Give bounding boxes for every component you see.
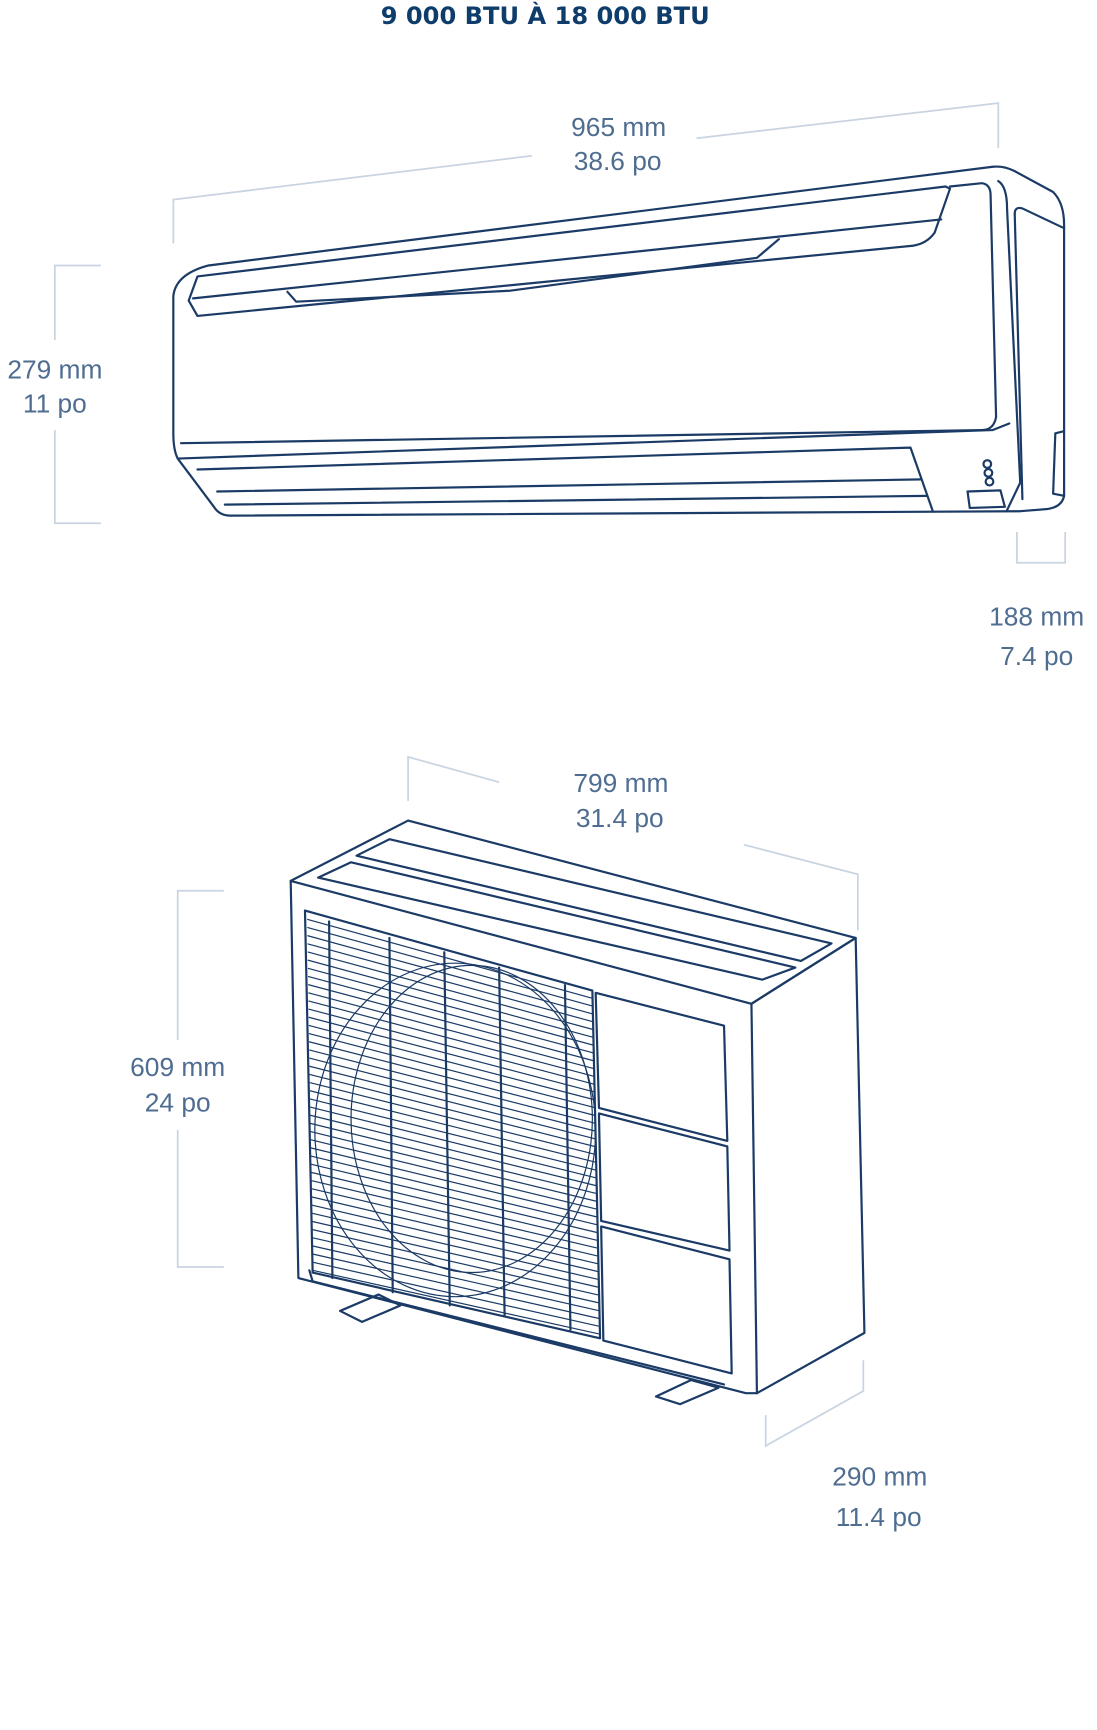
grille-slat [311, 1204, 598, 1273]
grille-slat [312, 1237, 599, 1304]
outdoor-depth-in: 11.4 po [836, 1502, 922, 1532]
grille-slat [308, 984, 594, 1062]
grille-slat [307, 926, 593, 1007]
grille-slat [312, 1245, 599, 1312]
grille-slat [310, 1114, 597, 1187]
indoor-unit-drawing [172, 165, 1066, 517]
grille-slat [306, 918, 593, 999]
grille-slat [312, 1261, 599, 1327]
grille-slat [308, 1041, 595, 1116]
outdoor-depth-mm: 290 mm [832, 1461, 927, 1491]
outdoor-height-in: 24 po [145, 1087, 211, 1117]
grille-slat [308, 1000, 595, 1077]
outdoor-dimension-lines [176, 755, 865, 1448]
outdoor-width-in: 31.4 po [576, 803, 664, 833]
grille-slat [312, 1253, 599, 1319]
grille-slat [307, 975, 594, 1054]
grille-slat [310, 1130, 597, 1202]
indoor-width-in: 38.6 po [574, 146, 662, 176]
grille-slat [310, 1171, 598, 1241]
outdoor-width-mm: 799 mm [573, 768, 668, 798]
grille-slat [310, 1163, 598, 1234]
grille-slat [311, 1220, 599, 1288]
indoor-height-mm: 279 mm [7, 354, 102, 384]
fan-grille [306, 918, 600, 1335]
grille-slat [307, 951, 594, 1031]
grille-slat [309, 1065, 596, 1140]
indoor-height-in: 11 po [23, 388, 87, 418]
grille-slat [311, 1212, 599, 1280]
grille-slat [309, 1073, 596, 1148]
grille-slat [307, 935, 593, 1015]
grille-slat [307, 959, 594, 1038]
grille-slat [310, 1147, 597, 1218]
grille-slat [310, 1122, 597, 1195]
grille-slat [308, 1033, 595, 1109]
grille-slat [311, 1228, 599, 1296]
indoor-depth-in: 7.4 po [1000, 641, 1073, 671]
grille-slat [309, 1090, 596, 1163]
grille-slat [311, 1188, 598, 1257]
grille-slat [309, 1049, 595, 1124]
grille-slat [312, 1269, 600, 1335]
grille-slat [309, 1081, 596, 1156]
grille-slat [307, 943, 593, 1023]
outdoor-unit-drawing [289, 819, 866, 1406]
grille-slat [308, 1024, 595, 1101]
diagram-title: 9 000 BTU À 18 000 BTU [381, 1, 710, 30]
grille-slat [308, 1008, 595, 1085]
grille-slat [308, 992, 594, 1070]
grille-slat [310, 1139, 597, 1210]
outdoor-height-mm: 609 mm [130, 1052, 225, 1082]
indoor-depth-mm: 188 mm [989, 601, 1084, 631]
grille-slat [310, 1155, 597, 1226]
grille-slat [307, 967, 594, 1046]
indoor-dimension-lines [53, 102, 1067, 564]
indoor-width-mm: 965 mm [571, 112, 666, 142]
grille-slat [309, 1098, 596, 1171]
grille-slat [308, 1016, 595, 1093]
grille-slat [309, 1106, 597, 1179]
